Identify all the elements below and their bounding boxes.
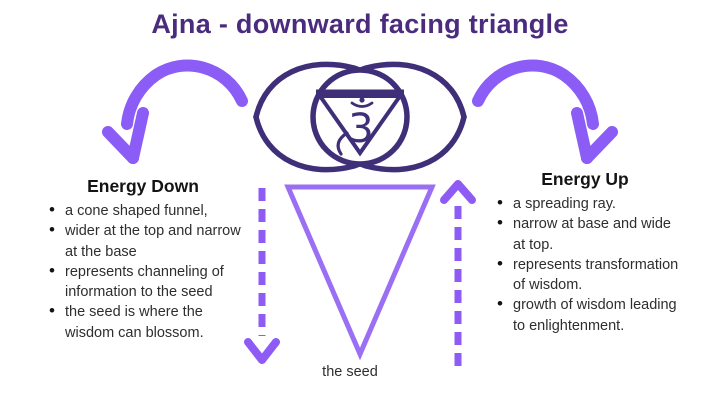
inner-triangle	[316, 94, 404, 157]
downward-triangle	[284, 184, 436, 361]
list-item: represents channeling of information to …	[40, 261, 246, 303]
energy-down-panel: Energy Down a cone shaped funnel, wider …	[40, 176, 246, 343]
dashed-arrow-up-icon	[440, 180, 476, 368]
energy-down-heading: Energy Down	[87, 176, 199, 196]
energy-down-list: a cone shaped funnel, wider at the top a…	[40, 200, 246, 343]
om-glyph: 3	[348, 106, 373, 152]
om-symbol-icon: 3	[336, 97, 374, 156]
list-item: narrow at base and wide at top.	[490, 213, 680, 255]
list-item: wider at the top and narrow at the base	[40, 220, 246, 262]
right-curved-arrow-icon	[472, 59, 618, 164]
list-item: a cone shaped funnel,	[40, 200, 246, 221]
energy-up-heading: Energy Up	[541, 169, 629, 189]
left-curved-arrow-icon	[102, 59, 248, 164]
energy-up-list: a spreading ray. narrow at base and wide…	[490, 193, 680, 336]
list-item: represents transformation of wisdom.	[490, 254, 680, 296]
energy-up-panel: Energy Up a spreading ray. narrow at bas…	[490, 169, 680, 336]
ajna-chakra-symbol: 3	[253, 61, 467, 173]
list-item: a spreading ray.	[490, 193, 680, 214]
page-title: Ajna - downward facing triangle	[151, 9, 569, 39]
list-item: the seed is where the wisdom can blossom…	[40, 301, 246, 343]
seed-label: the seed	[322, 364, 378, 380]
dashed-arrow-down-icon	[244, 188, 280, 364]
list-item: growth of wisdom leading to enlightenmen…	[490, 294, 680, 336]
